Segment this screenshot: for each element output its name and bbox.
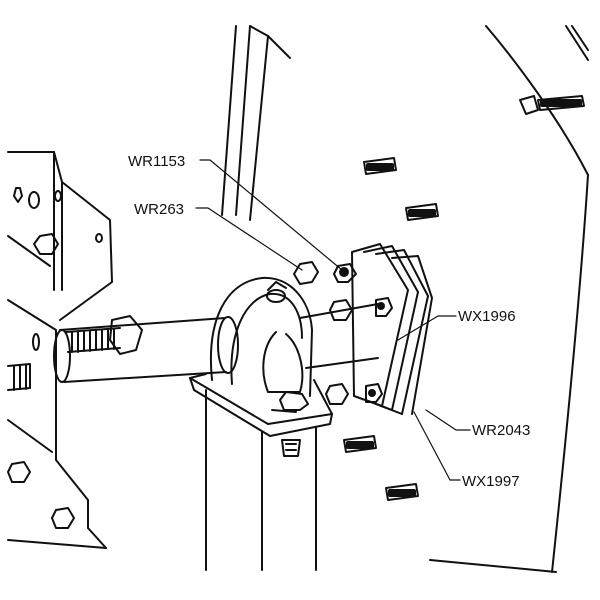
bolt-shaft-dark: [408, 209, 436, 217]
label-wr263: WR263: [134, 201, 184, 218]
hex-nut-group: [7, 187, 393, 529]
label-wr1153: WR1153: [128, 153, 185, 170]
bolt-group: [343, 95, 585, 501]
dish-panel: [429, 25, 589, 573]
label-wx1997: WX1997: [462, 473, 520, 490]
label-wr2043: WR2043: [472, 422, 530, 439]
bolt-shaft-dark: [540, 99, 582, 107]
bolt-shaft-dark: [388, 489, 416, 497]
bolt-shaft-dark: [366, 163, 394, 171]
gasket-stack: [351, 243, 433, 415]
base-plate: [189, 373, 333, 571]
nut-core: [339, 267, 349, 277]
shaft: [53, 303, 379, 383]
nut-core: [368, 389, 376, 397]
threaded-rod: [7, 315, 143, 391]
nut-core: [377, 302, 385, 310]
label-wx1996: WX1996: [458, 308, 516, 325]
leader-lines: [195, 159, 471, 481]
bolt-shaft-dark: [346, 441, 374, 449]
pillow-block: [210, 276, 313, 397]
support-plate: [221, 25, 291, 221]
left-bracket: [7, 151, 113, 549]
